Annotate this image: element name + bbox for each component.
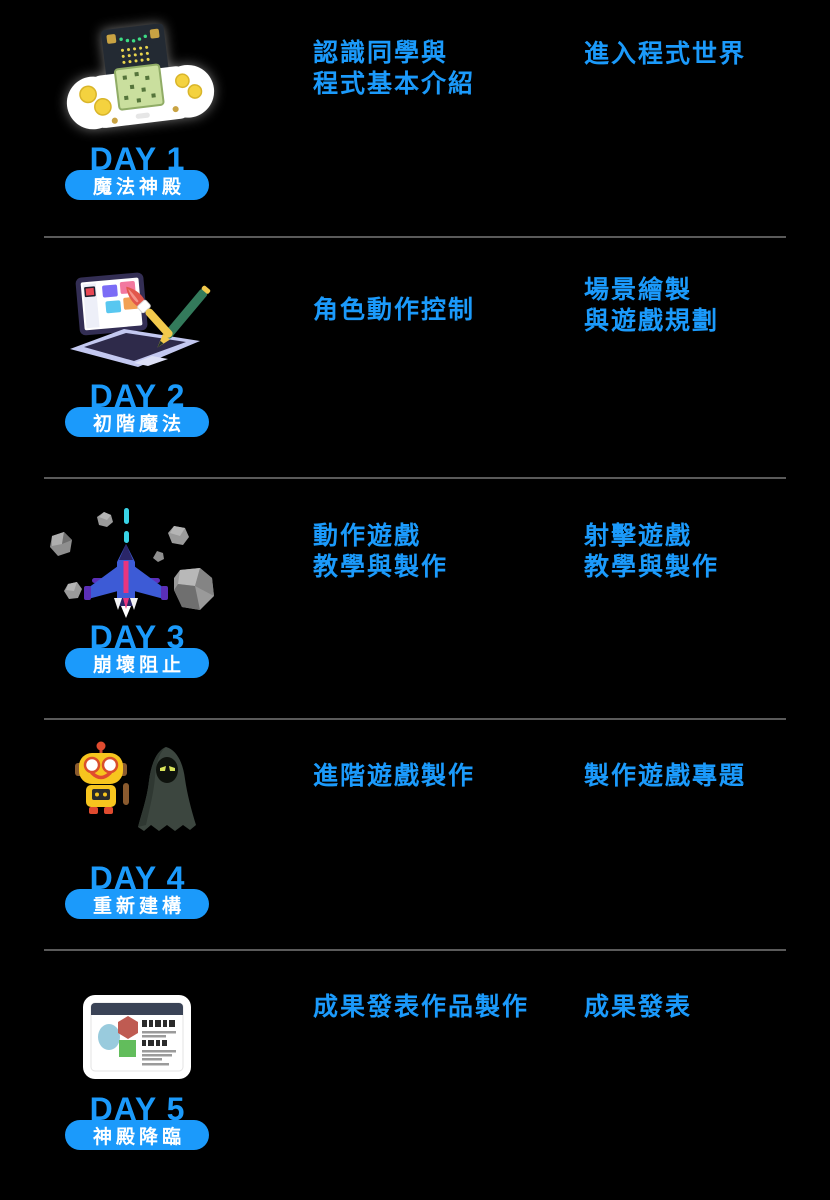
spaceship-asteroids-icon [48,506,216,620]
day-3-badge: 崩壞阻止 [65,648,209,678]
laptop-paintbrush-pencil-icon [66,269,216,379]
day-5-badge: 神殿降臨 [65,1120,209,1150]
robot-and-hooded-figure-icon [68,741,203,838]
day-5-row: DAY 5 神殿降臨 成果發表作品製作 成果發表 [0,950,830,1200]
day-1-afternoon-topic: 進入程式世界 [584,40,747,68]
row-divider [44,949,786,951]
day-2-row: DAY 2 初階魔法 角色動作控制 場景繪製 與遊戲規劃 [0,237,830,478]
presentation-board-icon [82,994,192,1080]
day-4-row: DAY 4 重新建構 進階遊戲製作 製作遊戲專題 [0,719,830,949]
day-4-afternoon-topic: 製作遊戲專題 [584,762,747,790]
day-1-morning-topic: 認識同學與 程式基本介紹 [313,39,476,98]
day-3-morning-topic: 動作遊戲 教學與製作 [313,522,449,581]
day-5-afternoon-topic: 成果發表 [584,993,693,1021]
day-2-afternoon-topic: 場景繪製 與遊戲規劃 [584,276,720,335]
row-divider [44,718,786,720]
day-3-afternoon-topic: 射擊遊戲 教學與製作 [584,522,720,581]
day-4-badge: 重新建構 [65,889,209,919]
day-5-morning-topic: 成果發表作品製作 [313,993,530,1021]
microbit-game-controller-icon [63,24,215,138]
day-2-badge: 初階魔法 [65,407,209,437]
row-divider [44,477,786,479]
day-1-badge: 魔法神殿 [65,170,209,200]
day-1-row: DAY 1 魔法神殿 認識同學與 程式基本介紹 進入程式世界 [0,0,830,237]
row-divider [44,236,786,238]
day-3-row: DAY 3 崩壞阻止 動作遊戲 教學與製作 射擊遊戲 教學與製作 [0,478,830,718]
day-4-morning-topic: 進階遊戲製作 [313,762,476,790]
day-2-morning-topic: 角色動作控制 [313,296,476,324]
